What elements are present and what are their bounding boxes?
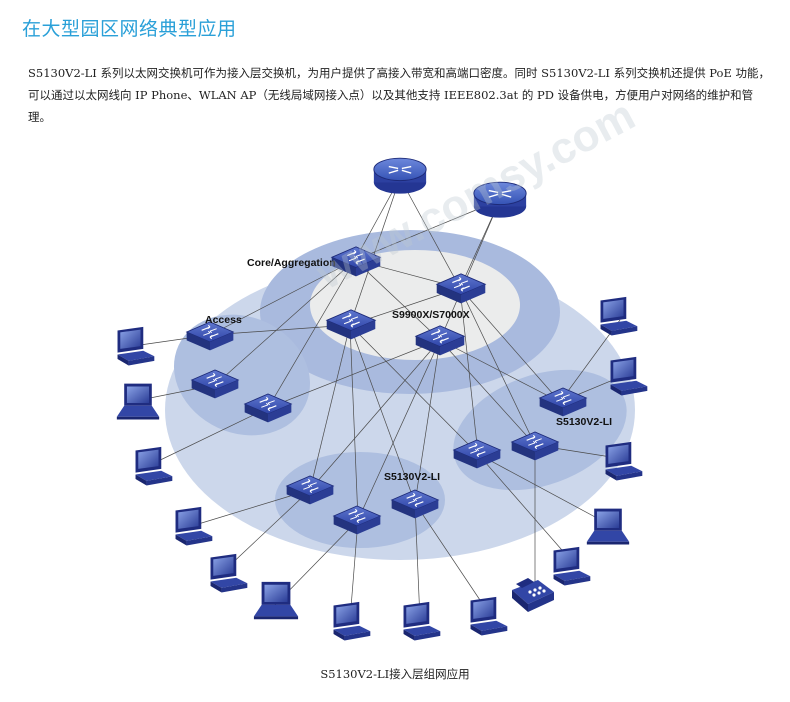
- pc-icon: [333, 601, 371, 641]
- laptop-icon: [253, 581, 299, 620]
- pc-icon: [605, 441, 643, 481]
- label-access: Access: [205, 314, 242, 326]
- network-links: [139, 177, 631, 621]
- label-core-aggregation: Core/Aggregation: [247, 257, 336, 269]
- laptop-icon: [586, 508, 630, 545]
- router-icon: [373, 157, 427, 195]
- laptop-icon: [116, 383, 160, 420]
- network-diagram: Core/Aggregation S9900X/S7000X Access S5…: [116, 157, 648, 641]
- pc-icon: [175, 506, 213, 546]
- figure-caption: S5130V2-LI接入层组网应用: [320, 667, 470, 681]
- pc-icon: [210, 553, 248, 593]
- access-bottom-ellipse: [275, 452, 445, 548]
- pc-icon: [470, 596, 508, 636]
- description-text: S5130V2-LI 系列以太网交换机可作为接入层交换机，为用户提供了高接入带宽…: [28, 66, 771, 124]
- description: S5130V2-LI 系列以太网交换机可作为接入层交换机，为用户提供了高接入带宽…: [28, 62, 776, 128]
- pc-icon: [403, 601, 441, 641]
- pc-icon: [553, 546, 591, 586]
- label-access-model-right: S5130V2-LI: [556, 416, 612, 428]
- ip-phone-icon: [512, 578, 554, 612]
- pc-icon: [135, 446, 173, 486]
- label-core-model: S9900X/S7000X: [392, 309, 470, 321]
- pc-icon: [117, 326, 155, 366]
- page-title: 在大型园区网络典型应用: [22, 18, 237, 40]
- router-icon: [473, 181, 527, 219]
- pc-icon: [610, 356, 648, 396]
- pc-icon: [600, 296, 638, 336]
- label-access-model-bottom: S5130V2-LI: [384, 471, 440, 483]
